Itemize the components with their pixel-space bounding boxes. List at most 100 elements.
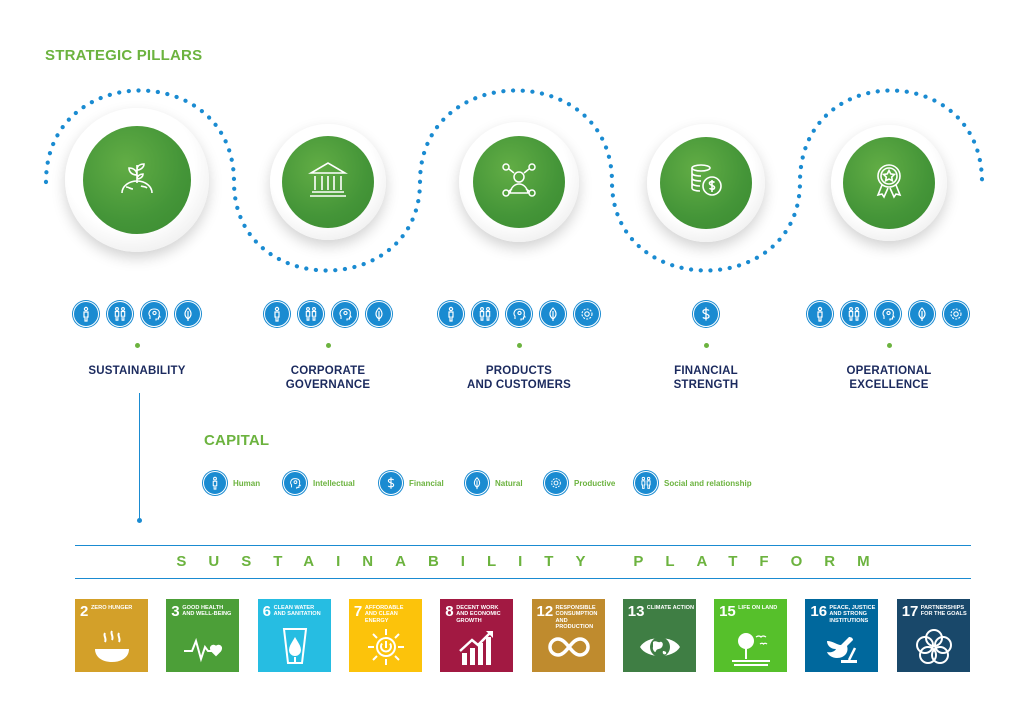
- pillar-label: CORPORATE GOVERNANCE: [285, 365, 371, 391]
- wave-dots-path: [43, 88, 985, 273]
- pillar-dot: [325, 343, 331, 348]
- sdg-title: RESPONSIBLE CONSUMPTION AND PRODUCTION: [555, 605, 598, 631]
- legend-label: Productive: [574, 478, 616, 488]
- pillar-core: [843, 137, 935, 229]
- strategic-pillars-title: STRATEGIC PILLARS: [45, 47, 203, 64]
- sdg-title: DECENT WORK AND ECONOMIC GROWTH: [456, 605, 501, 624]
- pillar-capitals-row: [264, 301, 392, 327]
- sdg-title: GOOD HEALTH AND WELL-BEING: [182, 605, 232, 618]
- sdg-title: LIFE ON LAND: [738, 605, 778, 611]
- pillar-label: OPERATIONAL EXCELLENCE: [846, 365, 932, 391]
- sdg-number: 12: [536, 603, 554, 620]
- sdg-number: 15: [719, 603, 736, 620]
- pillar-label: PRODUCTS AND CUSTOMERS: [467, 365, 571, 391]
- legend-label: Human: [233, 478, 261, 488]
- gear-icon: [544, 471, 568, 495]
- brain-head-icon: [141, 301, 167, 327]
- plant-globe-icon: [112, 153, 162, 208]
- platform-bottom-rule: [75, 578, 971, 579]
- pillar-capitals-row: [73, 301, 201, 327]
- platform-top-rule: [75, 545, 971, 546]
- person-icon: [264, 301, 290, 327]
- gear-icon: [943, 301, 969, 327]
- person-icon: [438, 301, 464, 327]
- leaf-icon: [175, 301, 201, 327]
- platform-title: SUSTAINABILITY PLATFORM: [176, 553, 892, 570]
- pillar-capitals-row: [438, 301, 600, 327]
- legend-item-financial: Financial: [379, 471, 444, 495]
- sdg-title: CLIMATE ACTION: [646, 605, 695, 611]
- legend-item-productive: Productive: [544, 471, 615, 495]
- pillar-core: [473, 136, 565, 228]
- brain-head-icon: [875, 301, 901, 327]
- legend-item-social: Social and relationship: [634, 471, 752, 495]
- dollar-icon: [693, 301, 719, 327]
- sdg-number: 6: [262, 603, 271, 620]
- pillar-capitals-row: [807, 301, 969, 327]
- people-icon: [107, 301, 133, 327]
- pillar-core: [660, 137, 752, 229]
- leaf-icon: [540, 301, 566, 327]
- person-icon: [807, 301, 833, 327]
- pillar-core: [83, 126, 191, 234]
- leaf-icon: [366, 301, 392, 327]
- person-icon: [73, 301, 99, 327]
- sdg-title: PARTNERSHIPS FOR THE GOALS: [920, 605, 967, 618]
- customer-network-icon: [494, 155, 544, 210]
- people-icon: [472, 301, 498, 327]
- people-icon: [634, 471, 658, 495]
- brain-head-icon: [506, 301, 532, 327]
- pillar-label: FINANCIAL STRENGTH: [673, 365, 739, 391]
- capital-title: CAPITAL: [204, 432, 270, 449]
- brain-head-icon: [332, 301, 358, 327]
- pillar-capitals-row: [693, 301, 719, 327]
- sdg-number: 17: [901, 603, 919, 620]
- pillar-dot: [703, 343, 709, 348]
- sdg-number: 8: [445, 603, 454, 620]
- coins-dollar-icon: [681, 156, 731, 211]
- leaf-icon: [909, 301, 935, 327]
- legend-item-human: Human: [203, 471, 260, 495]
- sdg-title: AFFORDABLE AND CLEAN ENERGY: [364, 605, 404, 624]
- sdg-title: CLEAN WATER AND SANITATION: [273, 605, 321, 618]
- people-icon: [841, 301, 867, 327]
- sdg-number: 13: [627, 603, 645, 620]
- sdg-number: 16: [810, 603, 828, 620]
- sdg-number: 2: [80, 603, 89, 620]
- legend-label: Natural: [495, 478, 523, 488]
- sdg-number: 3: [171, 603, 180, 620]
- person-icon: [203, 471, 227, 495]
- gear-icon: [574, 301, 600, 327]
- legend-label: Financial: [409, 478, 444, 488]
- sdg-number: 7: [353, 603, 363, 620]
- pillar-dot: [516, 343, 522, 348]
- award-badge-icon: [864, 156, 914, 211]
- legend-label: Social and relationship: [664, 478, 752, 488]
- legend-item-intellectual: Intellectual: [283, 471, 355, 495]
- pillar-core: [282, 136, 374, 228]
- sdg-title: PEACE, JUSTICE AND STRONG INSTITUTIONS: [829, 605, 876, 624]
- dollar-icon: [379, 471, 403, 495]
- connector-dot: [137, 518, 142, 523]
- people-icon: [298, 301, 324, 327]
- pillar-dot: [886, 343, 892, 348]
- pillar-dot: [134, 343, 140, 348]
- bank-building-icon: [303, 155, 353, 210]
- legend-item-natural: Natural: [465, 471, 523, 495]
- leaf-icon: [465, 471, 489, 495]
- legend-label: Intellectual: [313, 478, 355, 488]
- connector-line: [139, 393, 140, 521]
- pillar-label: SUSTAINABILITY: [88, 365, 186, 377]
- brain-head-icon: [283, 471, 307, 495]
